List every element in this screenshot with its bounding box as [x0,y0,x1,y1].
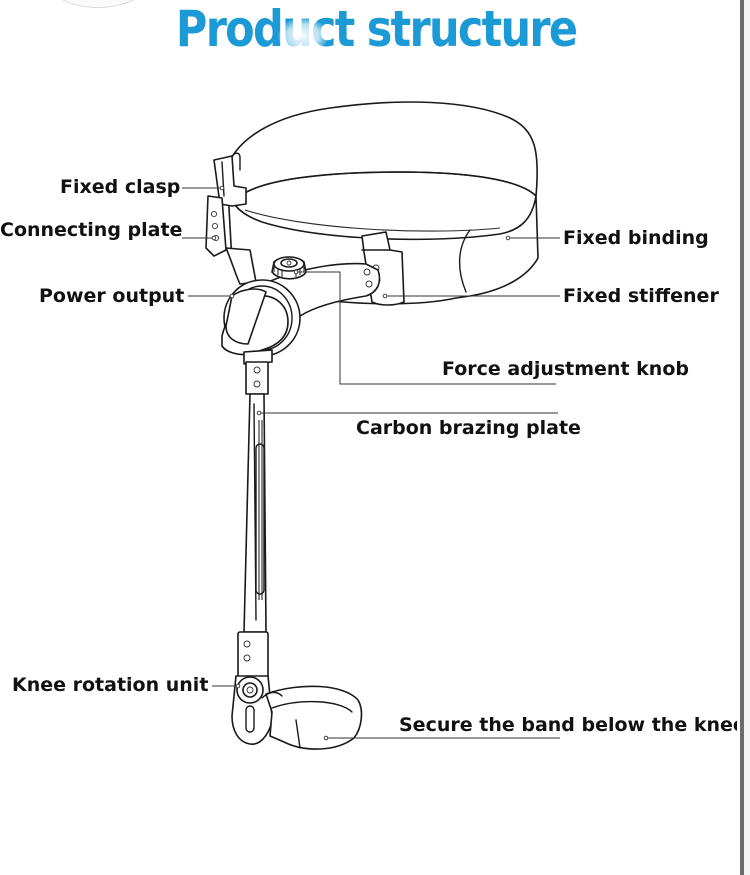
carbon-bar [243,361,269,633]
right-edge-border [737,0,750,875]
label-secure-band: Secure the band below the knee [399,714,737,736]
leader-lines [182,185,560,741]
label-knee-rotation-unit: Knee rotation unit [12,674,209,696]
label-carbon-brazing-plate: Carbon brazing plate [356,417,581,439]
label-fixed-stiffener: Fixed stiffener [563,285,719,307]
label-fixed-clasp: Fixed clasp [60,176,181,198]
hip-actuator [221,247,381,365]
connecting-plate [205,195,227,257]
label-force-adjustment-knob: Force adjustment knob [442,358,689,380]
fixed-clasp [213,152,247,207]
label-power-output: Power output [39,285,185,307]
knee-band [261,685,363,750]
page-title: Product structure [175,0,578,58]
label-connecting-plate: Connecting plate [0,219,183,241]
title-glare [278,18,328,54]
label-fixed-binding: Fixed binding [563,227,709,249]
knee-unit [231,631,273,745]
